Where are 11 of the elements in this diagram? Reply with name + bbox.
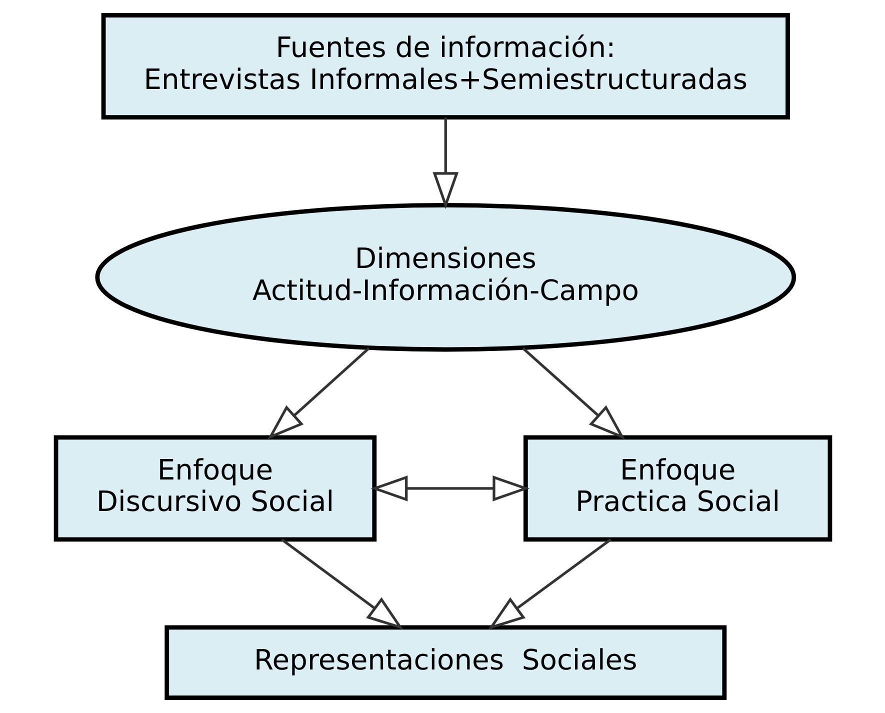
arrow bbox=[488, 538, 611, 630]
node-box: Enfoque Discursivo Social bbox=[53, 435, 376, 542]
arrow bbox=[522, 347, 625, 440]
node-box: Enfoque Practica Social bbox=[522, 435, 832, 542]
arrow bbox=[267, 347, 370, 440]
node-ellipse: Dimensiones Actitud-Información-Campo bbox=[94, 203, 796, 352]
node-box: Representaciones Sociales bbox=[164, 625, 726, 700]
arrow bbox=[432, 118, 458, 210]
node-box: Fuentes de información: Entrevistas Informales+Semiestructuradas bbox=[100, 13, 790, 120]
arrow bbox=[370, 476, 530, 502]
arrow bbox=[280, 538, 403, 630]
